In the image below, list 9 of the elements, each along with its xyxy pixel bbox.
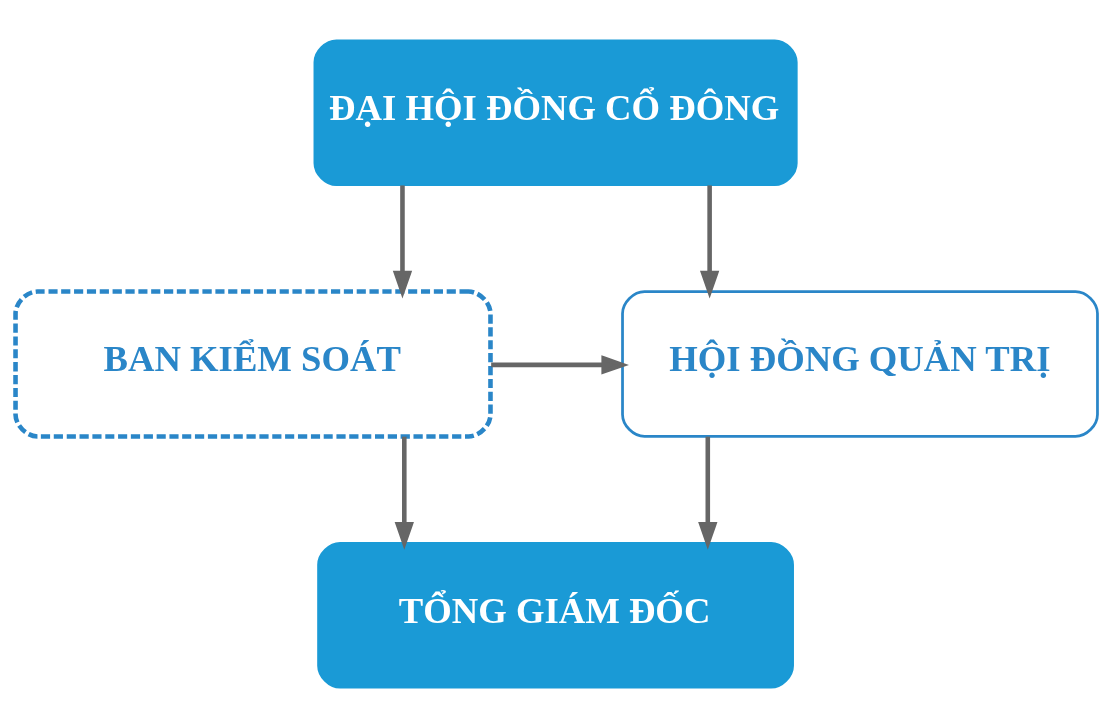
arrow bbox=[699, 184, 720, 298]
arrow bbox=[491, 354, 629, 375]
node-box: HỘI ĐỒNG QUẢN TRỊ bbox=[621, 289, 1099, 438]
arrow bbox=[698, 436, 718, 550]
node-box: TỔNG GIÁM ĐỐC bbox=[317, 541, 794, 689]
arrow bbox=[392, 184, 413, 298]
arrow bbox=[394, 436, 414, 550]
node-box: ĐẠI HỘI ĐỒNG CỔ ĐÔNG bbox=[313, 38, 798, 186]
node-box: BAN KIỂM SOÁT bbox=[13, 288, 493, 439]
